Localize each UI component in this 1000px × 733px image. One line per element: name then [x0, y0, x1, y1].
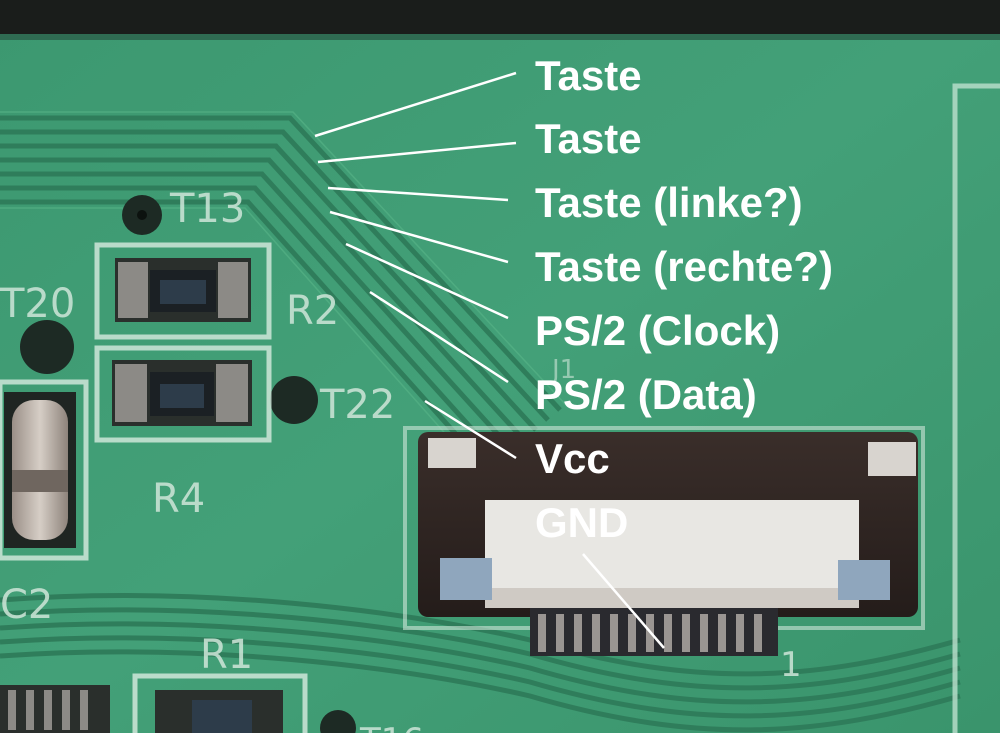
pin-label-8: GND: [535, 499, 628, 546]
silk-pin1: 1: [780, 645, 802, 685]
pin-label-7: Vcc: [535, 435, 610, 482]
leader-line-2: [317, 141, 517, 164]
pin-label-4: Taste (rechte?): [535, 243, 833, 290]
leader-line-5: [345, 242, 509, 320]
silk-t22: T22: [319, 382, 395, 428]
right-outline: [952, 83, 1000, 733]
silk-c2: C2: [0, 582, 53, 628]
resistor-r2: [94, 242, 272, 340]
leader-line-8: [582, 553, 665, 649]
trace-bundle-upper: [0, 115, 562, 472]
via-t22: [270, 376, 318, 424]
via-t20: [20, 320, 74, 374]
capacitor-c2: [0, 379, 89, 561]
trace-bundle-lower: [0, 593, 961, 733]
leader-line-3: [327, 186, 509, 202]
silk-r4: R4: [152, 476, 205, 522]
pin-label-5: PS/2 (Clock): [535, 307, 780, 354]
pin-label-6: PS/2 (Data): [535, 371, 757, 418]
annotation-lines: [314, 71, 665, 649]
silk-r1: R1: [200, 632, 253, 678]
pin-strip-left: [0, 685, 110, 733]
resistor-r4: [94, 345, 272, 443]
fpc-connector-j1: [403, 426, 925, 630]
leader-line-6: [369, 290, 509, 384]
silk-t20: T20: [0, 281, 75, 327]
silk-r2: R2: [286, 288, 339, 334]
silk-t16: T16: [359, 721, 424, 733]
pin-label-1: Taste: [535, 52, 642, 99]
via-t16: [320, 710, 356, 733]
leader-line-1: [314, 71, 517, 138]
silk-j1: J1: [550, 355, 576, 385]
silk-t13: T13: [169, 186, 245, 232]
board-top-edge: [0, 0, 1000, 38]
pin-label-2: Taste: [535, 115, 642, 162]
resistor-r1: [132, 673, 308, 733]
leader-line-7: [424, 399, 517, 460]
leader-line-4: [329, 210, 509, 264]
pin-label-3: Taste (linke?): [535, 179, 803, 226]
